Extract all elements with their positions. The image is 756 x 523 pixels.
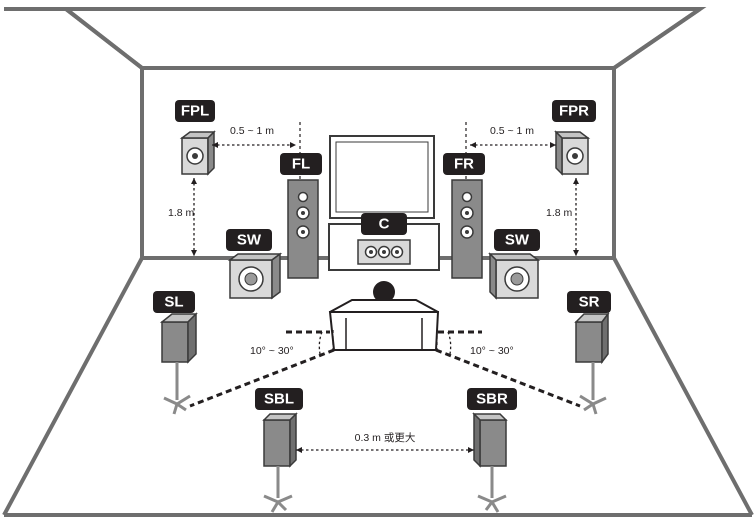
floor-right-edge [612, 257, 754, 516]
label-fr: FR [443, 153, 485, 175]
front-right-speaker [451, 179, 483, 279]
surround-back-right-speaker [472, 412, 508, 513]
label-fpr: FPR [552, 100, 596, 122]
gap-note-back: 0.3 m 或更大 [355, 431, 416, 444]
label-sw-right: SW [494, 229, 540, 251]
ceiling-left-diagonal [64, 7, 144, 70]
label-sr: SR [567, 291, 611, 313]
svg-text:FPL: FPL [181, 103, 209, 120]
svg-text:FL: FL [292, 156, 310, 173]
tv-panel [335, 141, 429, 213]
listener-head [373, 281, 395, 303]
gap-note-left: 0.5 ~ 1 m [230, 125, 274, 137]
surround-left-angle-line [189, 348, 335, 408]
surround-left-stand [163, 394, 191, 415]
label-sbl: SBL [255, 388, 303, 410]
svg-text:SW: SW [505, 232, 530, 249]
surround-back-right-stand [477, 494, 507, 513]
svg-text:FPR: FPR [559, 103, 589, 120]
subwoofer-left [227, 252, 283, 300]
angle-arc-left [318, 331, 323, 355]
surround-back-left-speaker [262, 412, 298, 513]
subwoofer-right [488, 252, 541, 300]
ceiling-right-diagonal [612, 7, 702, 70]
front-presence-right-speaker [554, 130, 591, 176]
front-left-speaker [287, 179, 319, 279]
ceiling [60, 7, 707, 70]
center-speaker [357, 239, 411, 265]
front-presence-left-speaker [179, 130, 216, 176]
surround-right-angle-line [435, 348, 581, 408]
listener [328, 281, 440, 351]
angle-guides [189, 330, 581, 408]
angle-arc-right [447, 331, 452, 355]
label-c: C [361, 213, 407, 235]
label-sw-left: SW [226, 229, 272, 251]
label-sbr: SBR [467, 388, 517, 410]
tv [328, 135, 440, 271]
label-fpl: FPL [175, 100, 215, 122]
height-note-right: 1.8 m [546, 207, 573, 219]
room-outline [2, 7, 754, 517]
svg-text:SBL: SBL [264, 391, 294, 408]
svg-text:C: C [379, 216, 390, 233]
svg-text:SW: SW [237, 232, 262, 249]
floor-left-edge [2, 257, 144, 516]
sofa-back-top [329, 299, 439, 313]
gap-note-right: 0.5 ~ 1 m [490, 125, 534, 137]
svg-text:SBR: SBR [476, 391, 508, 408]
surround-right-speaker [574, 311, 610, 415]
label-fl: FL [280, 153, 322, 175]
surround-back-left-stand [263, 494, 293, 513]
surround-right-stand [579, 394, 607, 415]
label-sl: SL [153, 291, 195, 313]
angle-note-left: 10° ~ 30° [250, 345, 294, 357]
surround-left-speaker [159, 312, 198, 415]
angle-note-right: 10° ~ 30° [470, 345, 514, 357]
height-note-left: 1.8 m [168, 207, 195, 219]
svg-text:FR: FR [454, 156, 474, 173]
svg-text:SL: SL [164, 294, 183, 311]
svg-text:SR: SR [579, 294, 600, 311]
